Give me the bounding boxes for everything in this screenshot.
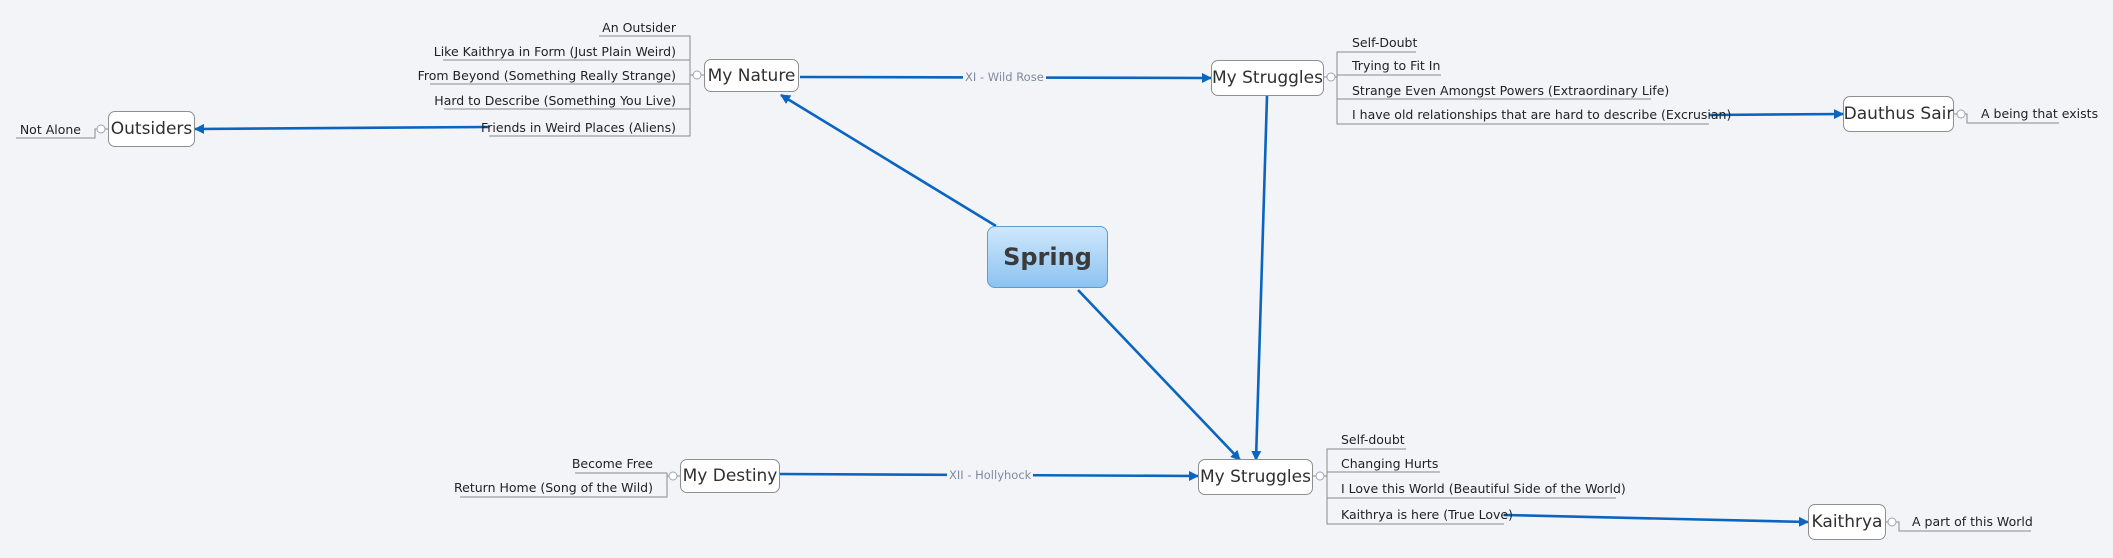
topic-my-nature[interactable]: My Nature [704, 59, 799, 92]
arrow-spring-to-my-struggles-bottom [1077, 289, 1241, 461]
struggles-top-child-self-doubt[interactable]: Self-Doubt [1352, 35, 1418, 50]
arrow-spring-to-my-nature [780, 93, 997, 228]
nature-child-hard-to-describe[interactable]: Hard to Describe (Something You Live) [434, 93, 676, 108]
struggles-bottom-child-changing[interactable]: Changing Hurts [1341, 456, 1439, 471]
nature-child-an-outsider[interactable]: An Outsider [602, 20, 676, 35]
struggles-top-child-strange[interactable]: Strange Even Amongst Powers (Extraordina… [1352, 83, 1670, 98]
struggles-top-child-fit-in[interactable]: Trying to Fit In [1352, 58, 1441, 73]
collapse-handle-dauthus[interactable] [1956, 109, 1966, 119]
branch-struggles-top-excrusian [1336, 77, 1709, 125]
collapse-handle-struggles-top[interactable] [1326, 72, 1336, 82]
branch-lines [16, 35, 2059, 532]
relationship-label-hollyhock: XII - Hollyhock [947, 468, 1034, 482]
struggles-bottom-child-self-doubt[interactable]: Self-doubt [1341, 432, 1405, 447]
central-topic[interactable]: Spring [987, 226, 1108, 288]
topic-my-struggles-bottom[interactable]: My Struggles [1198, 459, 1313, 495]
branch-struggles-bottom-true-love [1326, 476, 1504, 525]
destiny-child-become-free[interactable]: Become Free [571, 456, 653, 471]
collapse-handle-nature[interactable] [692, 70, 702, 80]
topic-dauthus-sair[interactable]: Dauthus Sair [1843, 96, 1954, 132]
branch-nature-friends [489, 75, 691, 137]
struggles-bottom-child-love-world[interactable]: I Love this World (Beautiful Side of the… [1341, 481, 1626, 496]
collapse-handle-kaithrya[interactable] [1887, 517, 1897, 527]
arrow-friends-to-outsiders [194, 123, 490, 134]
arrow-struggles-top-to-struggles-bottom [1251, 95, 1269, 461]
outsiders-child-not-alone[interactable]: Not Alone [19, 122, 81, 137]
nature-child-friends[interactable]: Friends in Weird Places (Aliens) [480, 120, 676, 135]
branch-destiny-return-home [460, 476, 668, 498]
collapse-handle-destiny[interactable] [668, 471, 678, 481]
nature-child-from-beyond[interactable]: From Beyond (Something Really Strange) [417, 68, 676, 83]
branch-destiny-become-free [575, 472, 680, 477]
destiny-child-return-home[interactable]: Return Home (Song of the Wild) [454, 480, 653, 495]
kaithrya-child-part-of-world[interactable]: A part of this World [1912, 514, 2033, 529]
arrow-true-love-to-kaithrya [1503, 513, 1809, 527]
struggles-top-child-excrusian[interactable]: I have old relationships that are hard t… [1352, 107, 1732, 122]
topic-outsiders[interactable]: Outsiders [108, 111, 195, 147]
topic-kaithrya[interactable]: Kaithrya [1808, 504, 1886, 540]
collapse-handles [96, 70, 1966, 527]
dauthus-child-being[interactable]: A being that exists [1981, 106, 2099, 121]
relationship-arrows [194, 72, 1844, 527]
arrow-excrusian-to-dauthus [1708, 109, 1844, 120]
nature-child-like-kaithrya[interactable]: Like Kaithrya in Form (Just Plain Weird) [433, 44, 676, 59]
collapse-handle-outsiders[interactable] [96, 124, 106, 134]
struggles-bottom-child-true-love[interactable]: Kaithrya is here (True Love) [1341, 507, 1513, 522]
collapse-handle-struggles-bottom[interactable] [1315, 471, 1325, 481]
topic-my-struggles-top[interactable]: My Struggles [1211, 60, 1324, 96]
topic-my-destiny[interactable]: My Destiny [680, 459, 780, 493]
relationship-label-wild-rose: XI - Wild Rose [963, 70, 1046, 84]
